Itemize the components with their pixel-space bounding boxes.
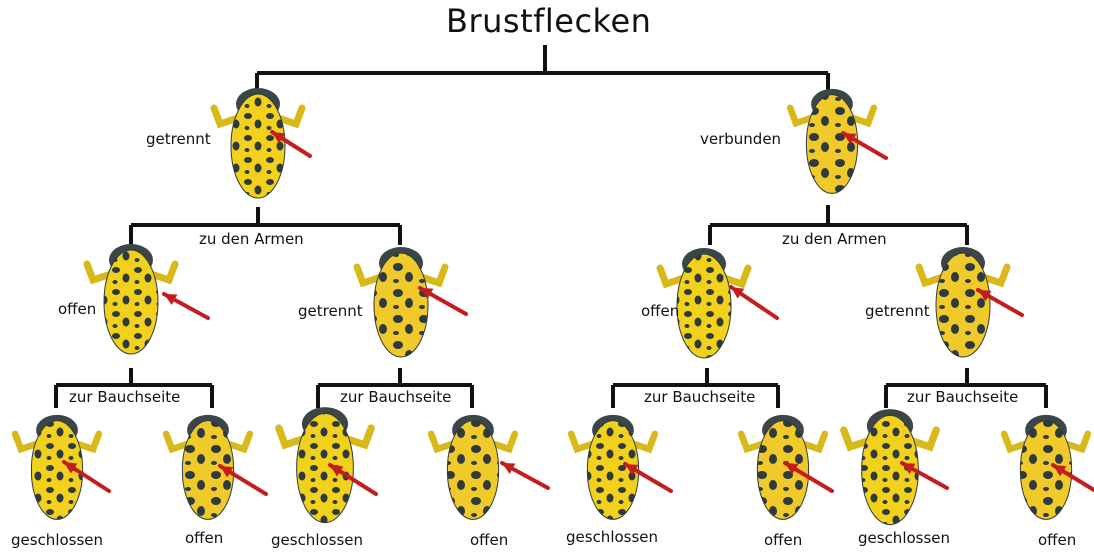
leaf-label-1: geschlossen <box>11 531 103 549</box>
level2-branch-label-right: zu den Armen <box>780 230 889 248</box>
toad-leaf-1 <box>15 415 109 520</box>
level2-label-3: offen <box>641 302 679 320</box>
toad-leaf-5 <box>571 415 671 520</box>
toad-leaf-3 <box>279 407 376 522</box>
level3-branch-label-4: zur Bauchseite <box>905 388 1020 406</box>
level3-branch-label-3: zur Bauchseite <box>642 388 757 406</box>
toad-level1-left <box>214 88 310 198</box>
leaf-label-2: offen <box>185 529 223 547</box>
tree-connectors <box>56 45 1046 408</box>
leaf-label-7: geschlossen <box>858 529 950 547</box>
toad-photos <box>15 88 1094 525</box>
toad-level2-1 <box>87 244 208 354</box>
toad-level1-right <box>790 89 886 193</box>
level2-label-2: getrennt <box>298 302 363 320</box>
leaf-label-8: offen <box>1038 531 1076 549</box>
level2-branch-label-left: zu den Armen <box>197 230 306 248</box>
leaf-label-4: offen <box>470 531 508 549</box>
root-connector <box>257 45 828 91</box>
leaf-label-5: geschlossen <box>566 528 658 546</box>
toad-leaf-2 <box>166 415 266 520</box>
leaf-label-3: geschlossen <box>271 531 363 549</box>
level3-branch-label-1: zur Bauchseite <box>67 388 182 406</box>
toad-level2-2 <box>357 247 466 357</box>
page-title: Brustflecken <box>446 2 651 40</box>
level2-label-4: getrennt <box>865 302 930 320</box>
level2-label-1: offen <box>58 300 96 318</box>
level1-label-right: verbunden <box>700 130 781 148</box>
level1-label-left: getrennt <box>146 130 211 148</box>
leaf-label-6: offen <box>764 531 802 549</box>
toad-leaf-7 <box>844 409 947 524</box>
toad-leaf-4 <box>431 415 548 520</box>
toad-leaf-8 <box>1004 415 1094 520</box>
toad-level2-4 <box>919 247 1022 357</box>
toad-leaf-6 <box>741 415 832 520</box>
level3-branch-label-2: zur Bauchseite <box>338 388 453 406</box>
